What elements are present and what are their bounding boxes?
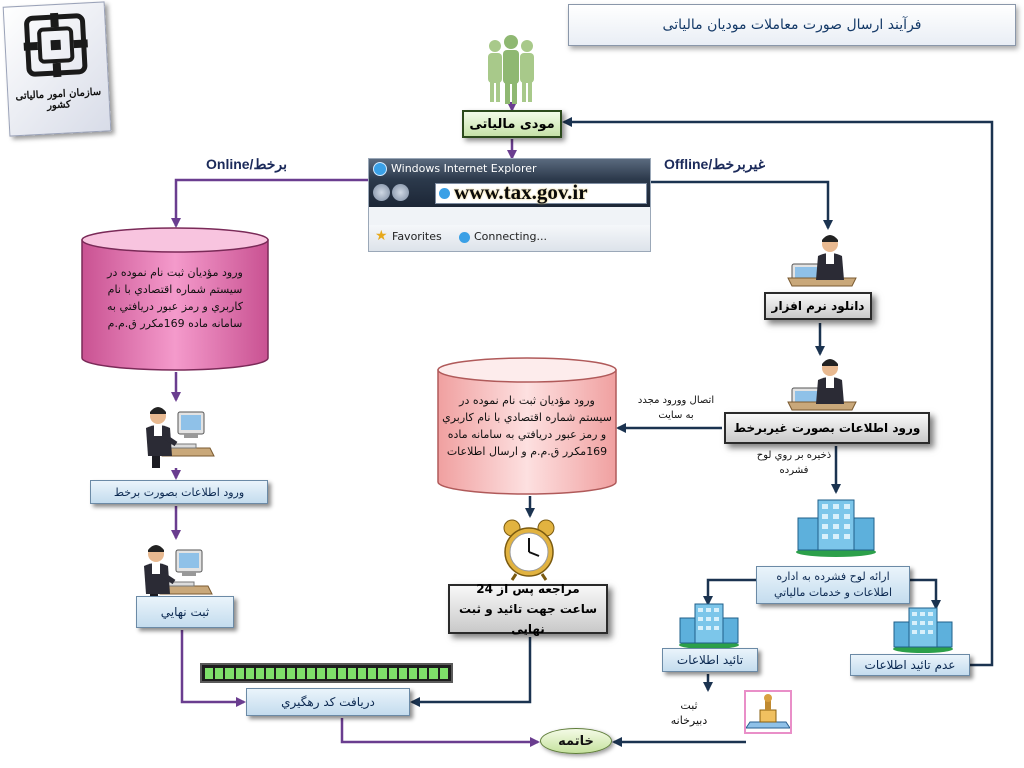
ie-icon — [373, 162, 387, 176]
browser-navbar: www.tax.gov.ir — [369, 179, 650, 207]
progress-cell — [429, 667, 438, 679]
back-button[interactable] — [373, 184, 390, 201]
progress-cell — [409, 667, 418, 679]
online-cylinder-text: ورود مؤديان ثبت نام نموده در سيستم شماره… — [107, 266, 243, 330]
progress-cell — [439, 667, 448, 679]
tracking-code-box: دريافت کد رهگيري — [246, 688, 410, 716]
progress-cell — [388, 667, 397, 679]
stamp-frame — [744, 690, 792, 734]
progress-cell — [337, 667, 346, 679]
user-computer-icon — [787, 359, 857, 411]
user-computer-icon — [787, 235, 857, 287]
progress-cell — [307, 667, 316, 679]
submit-disc-box: ارائه لوح فشرده به اداره اطلاعات و خدمات… — [756, 566, 910, 604]
progress-cell — [225, 667, 234, 679]
progress-cell — [358, 667, 367, 679]
user-computer-icon — [146, 407, 215, 468]
confirm-box: تائید اطلاعات — [662, 648, 758, 672]
download-software-box: دانلود نرم افزار — [764, 292, 872, 320]
page-title: فرآیند ارسال صورت معاملات مودیان مالیاتی — [568, 4, 1016, 46]
online-label: Online/برخط — [206, 156, 288, 172]
progress-cell — [256, 667, 265, 679]
progress-cell — [205, 667, 214, 679]
end-oval: خاتمه — [540, 728, 612, 754]
tab-ie-icon — [459, 232, 470, 243]
progress-cell — [398, 667, 408, 679]
enter-online-box: ورود اطلاعات بصورت برخط — [90, 480, 268, 504]
progress-cell — [276, 667, 285, 679]
offline-label: Offline/غیربرخط — [664, 156, 766, 172]
refer-after-box: مراجعه پس از 24 ساعت جهت تائید و ثبت نها… — [448, 582, 608, 636]
progress-cell — [317, 667, 326, 679]
secretariat-note: ثبت دبیرخانه — [670, 699, 708, 727]
logo-emblem-icon — [23, 12, 88, 78]
progress-cell — [419, 667, 428, 679]
reconnect-note: اتصال وورود مجدد به سایت — [637, 395, 715, 421]
star-icon: ★ — [375, 228, 388, 244]
progress-cell — [378, 667, 387, 679]
browser-window: Windows Internet Explorer www.tax.gov.ir… — [368, 158, 651, 252]
forward-button[interactable] — [392, 184, 409, 201]
browser-tabbar: ★ Favorites Connecting... — [369, 225, 650, 251]
building-icon — [679, 603, 739, 649]
url-text: www.tax.gov.ir — [454, 180, 588, 204]
progress-bar — [200, 663, 453, 683]
favorites-button[interactable]: Favorites — [392, 230, 442, 243]
tab-connecting[interactable]: Connecting... — [474, 230, 547, 243]
progress-cell — [266, 667, 275, 679]
progress-cell — [245, 667, 255, 679]
not-confirm-box: عدم تائید اطلاعات — [850, 654, 970, 676]
progress-cell — [368, 667, 377, 679]
enter-offline-box: ورود اطلاعات بصورت غیربرخط — [724, 412, 930, 444]
browser-titlebar: Windows Internet Explorer — [369, 159, 650, 179]
offline-cylinder-text: ورود مؤديان ثبت نام نموده در سيستم شماره… — [442, 394, 612, 458]
alarm-clock-icon — [503, 519, 555, 581]
offline-cylinder — [437, 357, 617, 495]
save-note: ذخیره بر روي لوح فشرده — [756, 450, 832, 476]
building-icon — [796, 499, 876, 557]
online-cylinder — [81, 227, 269, 371]
progress-cell — [235, 667, 244, 679]
progress-cell — [215, 667, 224, 679]
taxpayer-box: مودی مالیاتی — [462, 110, 562, 138]
progress-cell — [347, 667, 357, 679]
building-icon — [893, 607, 953, 653]
address-ie-icon — [439, 188, 450, 199]
progress-cell — [327, 667, 336, 679]
logo: سازمان امور مالیاتی کشور — [2, 1, 112, 137]
people-icon — [488, 35, 534, 104]
stamp-icon — [746, 694, 790, 729]
progress-cell — [286, 667, 295, 679]
address-bar[interactable]: www.tax.gov.ir — [435, 180, 647, 204]
final-register-box: ثبت نهايي — [136, 596, 234, 628]
progress-cell — [296, 667, 306, 679]
